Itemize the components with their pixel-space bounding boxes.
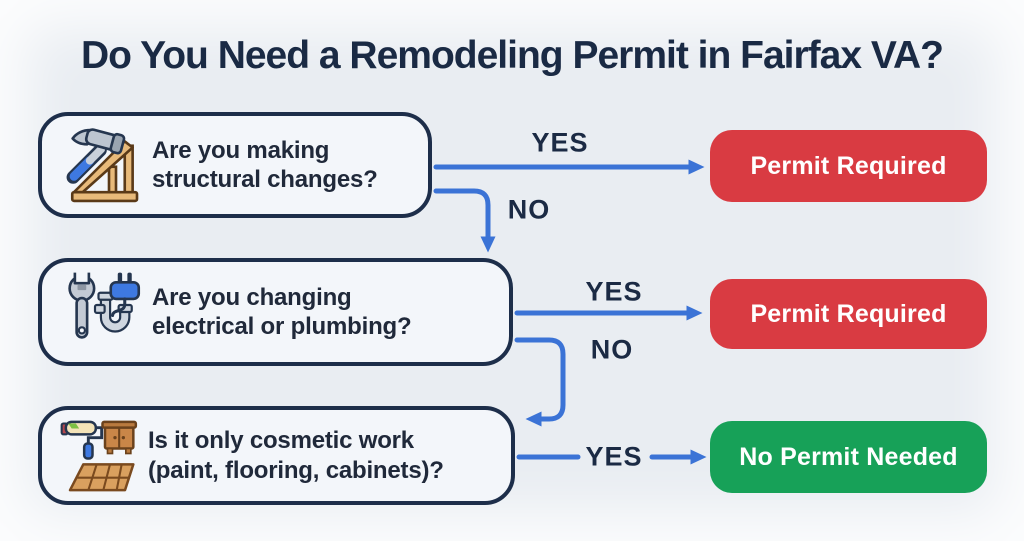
paint-roller-cabinet-floor-icon <box>60 416 140 496</box>
edge-q1-no-arrow <box>433 188 496 253</box>
question-electrical-plumbing: Are you changing electrical or plumbing? <box>38 258 513 366</box>
question-text: Are you making structural changes? <box>152 136 378 193</box>
outcome-no-permit-needed: No Permit Needed <box>710 421 987 493</box>
question-text: Is it only cosmetic work (paint, floorin… <box>148 427 444 484</box>
cabinet <box>101 420 138 454</box>
outcome-permit-required-1: Permit Required <box>710 130 987 202</box>
outcome-permit-required-2: Permit Required <box>710 279 987 349</box>
wrench <box>68 272 96 339</box>
question-text: Are you changing electrical or plumbing? <box>152 283 412 340</box>
edge-q2-no-arrow <box>514 337 566 427</box>
edge-label-q1-no: NO <box>507 194 551 225</box>
paint-roller <box>60 420 104 460</box>
page-title: Do You Need a Remodeling Permit in Fairf… <box>80 34 944 77</box>
edge-label-q2-no: NO <box>590 334 634 365</box>
electrical-plug <box>109 272 141 318</box>
wrench-pipe-plug-icon <box>60 270 144 354</box>
edge-label-q1-yes: YES <box>531 127 589 158</box>
edge-label-q3-yes: YES <box>585 441 643 472</box>
question-cosmetic-work: Is it only cosmetic work (paint, floorin… <box>38 406 515 505</box>
edge-label-q2-yes: YES <box>585 276 643 307</box>
hammer <box>66 128 126 184</box>
hammer-framing-icon <box>60 123 144 207</box>
wood-floor <box>68 462 135 491</box>
question-structural-changes: Are you making structural changes? <box>38 112 432 218</box>
